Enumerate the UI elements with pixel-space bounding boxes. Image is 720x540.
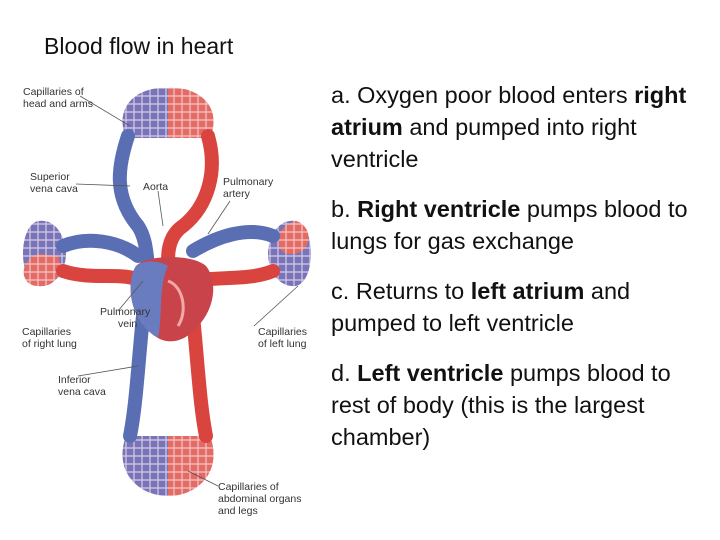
bullet-list: a. Oxygen poor blood enters right atrium… bbox=[331, 79, 711, 471]
bullet-d: d. Left ventricle pumps blood to rest of… bbox=[331, 360, 671, 450]
label-leader-lines bbox=[75, 95, 299, 487]
bullet-a: a. Oxygen poor blood enters right atrium… bbox=[331, 82, 687, 172]
veins bbox=[56, 129, 280, 443]
bullet-b: b. Right ventricle pumps blood to lungs … bbox=[331, 196, 688, 254]
bullet-c: c. Returns to left atrium and pumped to … bbox=[331, 278, 631, 336]
page-title: Blood flow in heart bbox=[44, 33, 234, 59]
circulation-illustration bbox=[23, 87, 311, 496]
capillaries-abdomen-legs-shape bbox=[122, 436, 214, 496]
heart-shape bbox=[130, 257, 214, 342]
capillaries-right-lung-shape bbox=[23, 220, 66, 287]
capillaries-head-arms-shape bbox=[122, 87, 214, 138]
label-aorta: Aorta bbox=[143, 181, 169, 193]
